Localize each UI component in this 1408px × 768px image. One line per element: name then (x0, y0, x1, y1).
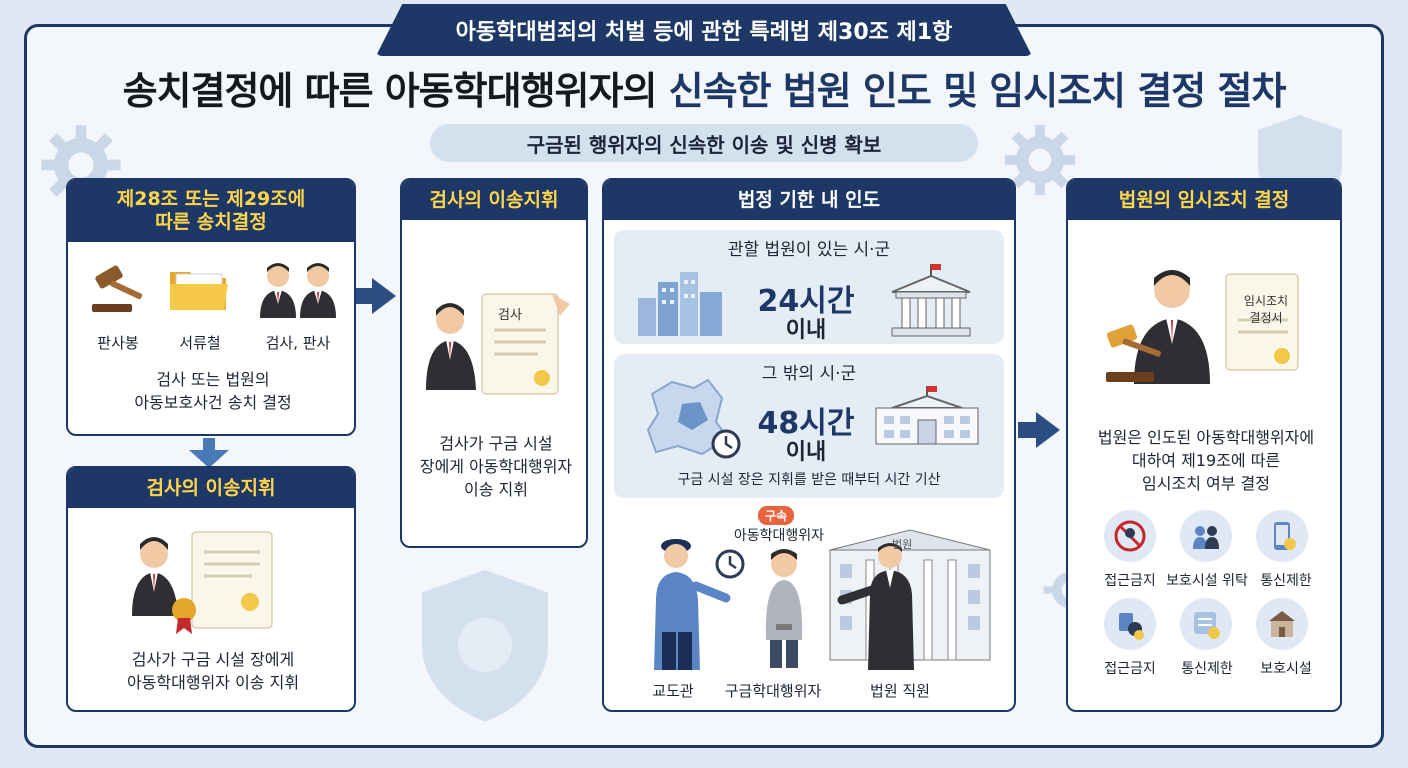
person-label-offender: 구금학대행위자 (724, 682, 822, 700)
measure-label-3: 통신제한 (1260, 573, 1312, 589)
folder-icon (170, 272, 228, 310)
panel2-note: 구금 시설 장은 지휘를 받은 때부터 시간 기산 (677, 472, 941, 488)
judge-decision-icon (1106, 270, 1299, 384)
prosecutor-judge-icon (260, 263, 336, 318)
transfer-scene-icon (654, 529, 991, 670)
person-label-court-staff: 법원 직원 (870, 682, 930, 700)
icon-label-people: 검사, 판사 (265, 334, 331, 352)
step1b-title: 검사의 이송지휘 (68, 468, 354, 508)
time-48h: 48시간 (757, 406, 855, 441)
arrow-right-icon (372, 278, 396, 314)
subtitle: 구금된 행위자의 신속한 이송 및 신병 확보 (430, 124, 978, 162)
shelter-icon (1256, 598, 1308, 650)
measure-label-5: 통신제한 (1181, 661, 1233, 677)
arrow-down-shaft (203, 438, 215, 452)
law-banner: 아동학대범죄의 처벌 등에 관한 특례법 제30조 제1항 (376, 4, 1032, 56)
step3-title: 법정 기한 내 인도 (604, 180, 1014, 220)
step1-card: 제28조 또는 제29조에 따른 송치결정 판사봉 서류철 검사, 판사 검사 … (66, 178, 356, 436)
gear-icon (1004, 124, 1076, 196)
offender-caption: 아동학대행위자 (733, 528, 825, 544)
prosecutor-document-icon (426, 293, 570, 395)
time-24h: 24시간 (757, 284, 855, 319)
icon-label-gavel: 판사봉 (97, 334, 139, 352)
step1-description: 검사 또는 법원의 아동보호사건 송치 결정 (134, 370, 292, 413)
step1b-description: 검사가 구금 시설 장에게 아동학대행위자 이송 지휘 (126, 650, 300, 693)
courthouse-icon (875, 386, 979, 445)
title-part-1: 송치결정에 따른 아동학대행위자의 (122, 69, 669, 113)
gavel-icon (92, 265, 143, 312)
shield-icon (422, 570, 548, 722)
measure-label-1: 접근금지 (1104, 573, 1156, 589)
decision-doc-label: 임시조치 결정서 (1243, 294, 1289, 325)
detained-badge: 구속 (758, 506, 795, 525)
step1b-card: 검사의 이송지휘 검사가 구금 시설 장에게 아동학대행위자 이송 지휘 (66, 466, 356, 712)
phone-restrict-icon (1256, 510, 1308, 562)
person-label-guard: 교도관 (652, 682, 694, 700)
title-part-2: 신속한 법원 인도 및 임시조치 결정 절차 (668, 69, 1287, 113)
step2-title: 검사의 이송지휘 (402, 180, 586, 220)
panel1-title: 관할 법원이 있는 시·군 (727, 240, 891, 260)
step4-title: 법원의 임시조치 결정 (1068, 180, 1340, 220)
arrow-right-shaft (356, 288, 374, 304)
icon-label-folder: 서류철 (179, 334, 221, 352)
step4-description: 법원은 인도된 아동학대행위자에 대하여 제19조에 따른 임시조치 여부 결정 (1097, 428, 1315, 494)
measure-label-4: 접근금지 (1104, 661, 1156, 677)
prosecutor-with-document-icon (132, 531, 273, 634)
arrow-right-shaft (1018, 422, 1038, 438)
panel2-title: 그 밖의 시·군 (761, 364, 857, 384)
city-buildings-icon (638, 272, 722, 336)
step4-card: 법원의 임시조치 결정 임시조치 결정서 법원은 인도된 아동학대행위자에 대하… (1066, 178, 1342, 712)
measure-label-2: 보호시설 위탁 (1166, 573, 1248, 589)
no-approach-icon (1104, 510, 1156, 562)
arrow-right-icon (1036, 412, 1060, 448)
approach-ban-icon (1104, 598, 1156, 650)
measure-label-6: 보호시설 (1260, 661, 1312, 677)
map-region-icon (646, 378, 741, 459)
courthouse-icon (891, 264, 971, 337)
arrow-down-icon (189, 450, 229, 468)
within-48h: 이내 (785, 440, 827, 465)
step2-description: 검사가 구금 시설 장에게 아동학대행위자 이송 지휘 (419, 434, 573, 500)
page-title: 송치결정에 따른 아동학대행위자의 신속한 법원 인도 및 임시조치 결정 절차 (40, 60, 1368, 116)
step1-title: 제28조 또는 제29조에 따른 송치결정 (68, 180, 354, 242)
step3-card: 법정 기한 내 인도 관할 법원이 있는 시·군 24시간 이내 그 밖의 시·… (602, 178, 1016, 712)
court-sign: 법원 (892, 538, 913, 551)
step2-card: 검사의 이송지휘 검사 검사가 구금 시설 장에게 아동학대행위자 이송 지휘 (400, 178, 588, 548)
comm-restrict-icon (1180, 598, 1232, 650)
doc-label: 검사 (498, 308, 522, 323)
protection-facility-icon (1180, 510, 1232, 562)
within-24h: 이내 (785, 318, 827, 343)
